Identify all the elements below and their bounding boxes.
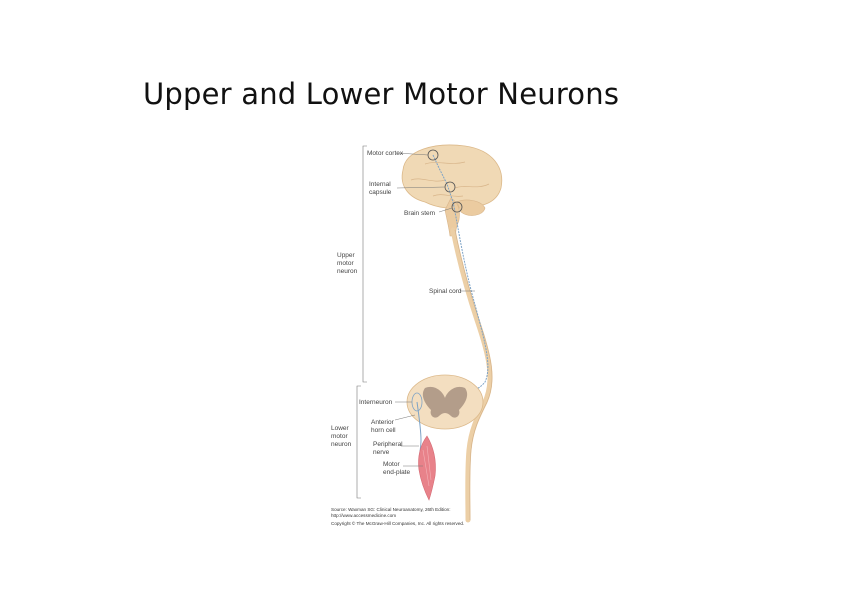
diagram-svg: Motor cortex Internal capsule Brain stem… — [331, 144, 503, 526]
label-anterior-2: horn cell — [371, 427, 396, 434]
label-peripheral-2: nerve — [373, 449, 390, 456]
label-lower-1: Lower — [331, 425, 350, 432]
label-internal-1: Internal — [369, 181, 391, 188]
label-peripheral-1: Peripheral — [373, 441, 403, 448]
label-upper-2: motor — [337, 260, 354, 267]
label-spinal-cord: Spinal cord — [429, 288, 462, 295]
source-line-2: http://www.accessmedicine.com — [331, 513, 396, 518]
source-line-1: Source: Waxman SG: Clinical Neuroanatomy… — [331, 507, 451, 512]
spinal-cross-section — [406, 374, 484, 430]
label-internal-2: capsule — [369, 189, 392, 196]
motor-neuron-diagram: Motor cortex Internal capsule Brain stem… — [325, 140, 525, 540]
label-brain-stem: Brain stem — [404, 210, 435, 217]
brain-stem-marker — [451, 201, 463, 213]
label-upper-3: neuron — [337, 268, 358, 275]
label-anterior-1: Anterior — [371, 419, 395, 426]
label-motor-2: end-plate — [383, 469, 410, 476]
upper-bracket — [362, 145, 367, 383]
source-line-3: Copyright © The McGraw-Hill Companies, I… — [331, 520, 464, 526]
muscle — [418, 435, 436, 501]
slide-title: Upper and Lower Motor Neurons — [143, 77, 620, 111]
brain — [401, 144, 503, 237]
label-lower-3: neuron — [331, 441, 352, 448]
label-lower-2: motor — [331, 433, 348, 440]
label-motor-cortex: Motor cortex — [367, 150, 404, 157]
label-upper-1: Upper — [337, 252, 356, 259]
lower-bracket — [356, 385, 361, 499]
spinal-cord — [450, 227, 493, 523]
label-motor-1: Motor — [383, 461, 400, 468]
leader-lines — [394, 152, 475, 467]
label-interneuron: Interneuron — [359, 399, 393, 406]
